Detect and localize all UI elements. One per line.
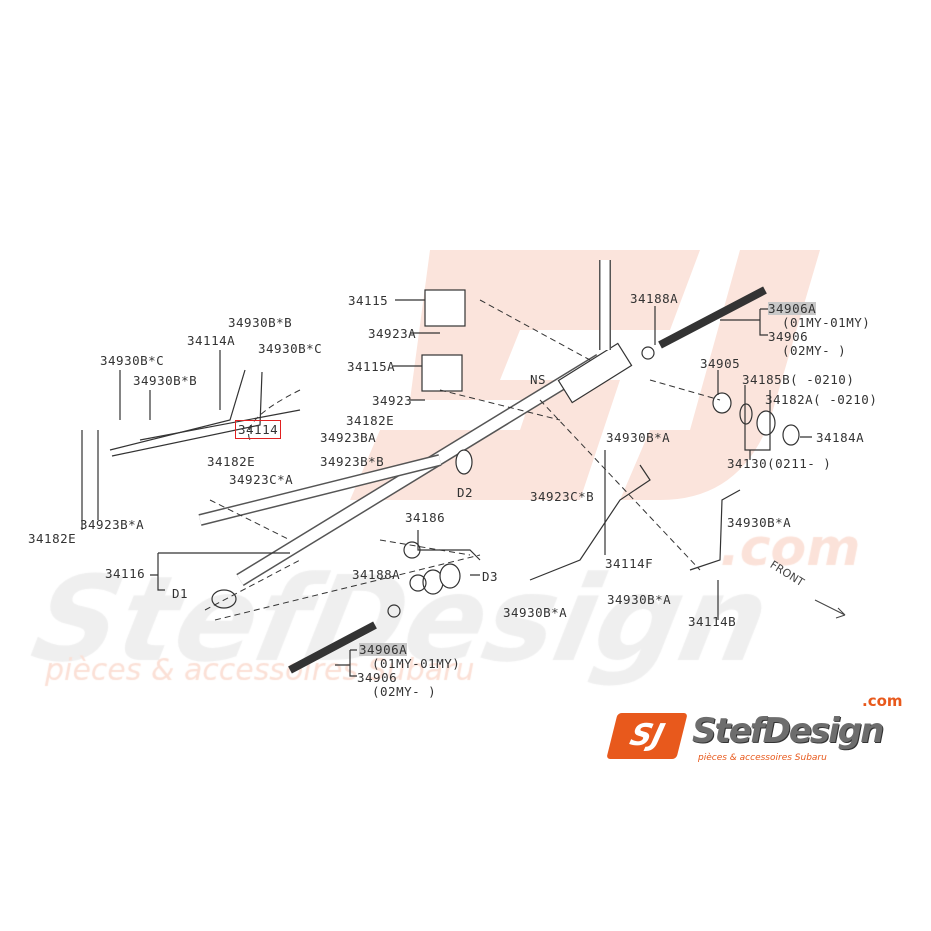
part-label: 34182E: [28, 531, 77, 546]
part-label: 34182E: [207, 454, 256, 469]
part-label: 34930B*B: [228, 315, 293, 330]
part-label: 34115A: [347, 359, 396, 374]
stefdesign-logo: SJ .com StefDesign pièces & accessoires …: [606, 693, 922, 771]
part-label: 34188A: [352, 567, 401, 582]
part-label: 34923B*B: [320, 454, 385, 469]
part-label: 34923: [372, 393, 413, 408]
part-label: D1: [172, 586, 189, 601]
part-label: 34923C*B: [530, 489, 595, 504]
part-label: 34114F: [605, 556, 654, 571]
part-label: 34186: [405, 510, 446, 525]
part-label: 34923BA: [320, 430, 377, 445]
part-label: (02MY- ): [372, 684, 437, 699]
logo-name: StefDesign: [692, 711, 884, 751]
part-label: 34130(0211- ): [727, 456, 832, 471]
part-label: 34116: [105, 566, 146, 581]
part-label: 34930B*C: [258, 341, 323, 356]
part-label: D3: [482, 569, 499, 584]
part-label: NS: [530, 372, 547, 387]
part-label: 34906: [357, 670, 398, 685]
part-label: 34930B*C: [100, 353, 165, 368]
part-label: D2: [457, 485, 474, 500]
part-label: 34905: [700, 356, 741, 371]
part-label: 34182A( -0210): [765, 392, 878, 407]
part-label: 34930B*A: [606, 430, 671, 445]
part-label: 34184A: [816, 430, 865, 445]
part-label: (01MY-01MY): [782, 315, 871, 330]
part-label: 34182E: [346, 413, 395, 428]
part-label: 34930B*A: [727, 515, 792, 530]
part-label: 34930B*A: [503, 605, 568, 620]
part-label: 34114B: [688, 614, 737, 629]
part-label: 34114: [234, 420, 282, 439]
logo-com: .com: [862, 692, 903, 710]
part-label: 34923C*A: [229, 472, 294, 487]
part-label: 34114A: [187, 333, 236, 348]
part-label: 34930B*A: [607, 592, 672, 607]
part-label: 34930B*B: [133, 373, 198, 388]
part-label: 34188A: [630, 291, 679, 306]
logo-tagline: pièces & accessoires Subaru: [698, 753, 827, 763]
part-label: 34923A: [368, 326, 417, 341]
part-label: 34185B( -0210): [742, 372, 855, 387]
part-label: 34906: [768, 329, 809, 344]
part-label: 34906A: [359, 642, 408, 657]
part-label: 34115: [348, 293, 389, 308]
front-arrow-icon: [814, 599, 846, 619]
part-label: 34906A: [768, 301, 817, 316]
part-label: (01MY-01MY): [372, 656, 461, 671]
part-label: 34923B*A: [80, 517, 145, 532]
logo-mark: SJ: [606, 713, 688, 759]
part-label: (02MY- ): [782, 343, 847, 358]
